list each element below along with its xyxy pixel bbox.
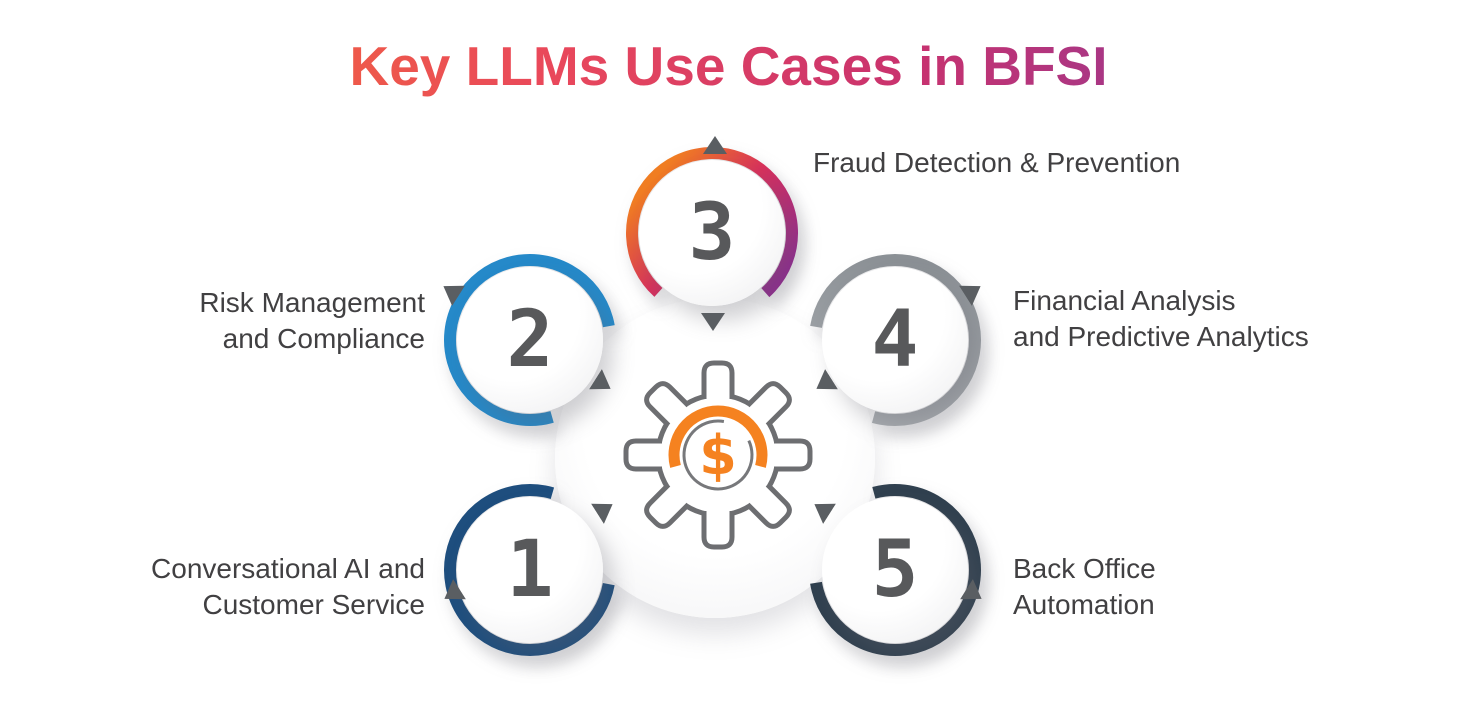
dollar-icon: $ [699,424,737,487]
ring-1 [444,484,616,656]
label-line: Conversational AI and [151,553,425,584]
label-line: Risk Management [199,287,425,318]
ring-4 [809,254,981,426]
page-title: Key LLMs Use Cases in BFSI [0,34,1457,98]
ring-5 [809,484,981,656]
step-number: 3 [688,188,736,278]
ring-2 [444,254,616,426]
label-back-office: Back Office Automation [1013,551,1156,623]
ring-3 [626,147,798,319]
circle-disc: 2 [457,267,603,413]
use-case-circle-4: 4 [795,240,995,440]
label-conversational-ai: Conversational AI and Customer Service [95,551,425,623]
use-case-circle-3: 3 [612,133,812,333]
step-number: 2 [506,295,554,385]
use-case-circle-5: 5 [795,470,995,670]
label-line: and Predictive Analytics [1013,321,1309,352]
circle-disc: 3 [639,160,785,306]
step-number: 4 [871,295,919,385]
label-line: Automation [1013,589,1155,620]
label-financial-analysis: Financial Analysis and Predictive Analyt… [1013,283,1309,355]
step-number: 1 [506,525,554,615]
circle-disc: 5 [822,497,968,643]
label-line: Fraud Detection & Prevention [813,147,1181,178]
label-line: Back Office [1013,553,1156,584]
label-line: Financial Analysis [1013,285,1236,316]
circle-disc: 1 [457,497,603,643]
label-risk-management: Risk Management and Compliance [95,285,425,357]
gear-dollar-icon: $ [623,360,813,550]
step-number: 5 [871,525,919,615]
label-line: and Compliance [222,323,425,354]
circle-disc: 4 [822,267,968,413]
inner-arc-icon [682,419,754,491]
use-case-circle-1: 1 [430,470,630,670]
label-fraud-detection: Fraud Detection & Prevention [813,145,1180,181]
label-line: Customer Service [202,589,425,620]
use-case-circle-2: 2 [430,240,630,440]
gauge-arc-icon [668,405,768,468]
